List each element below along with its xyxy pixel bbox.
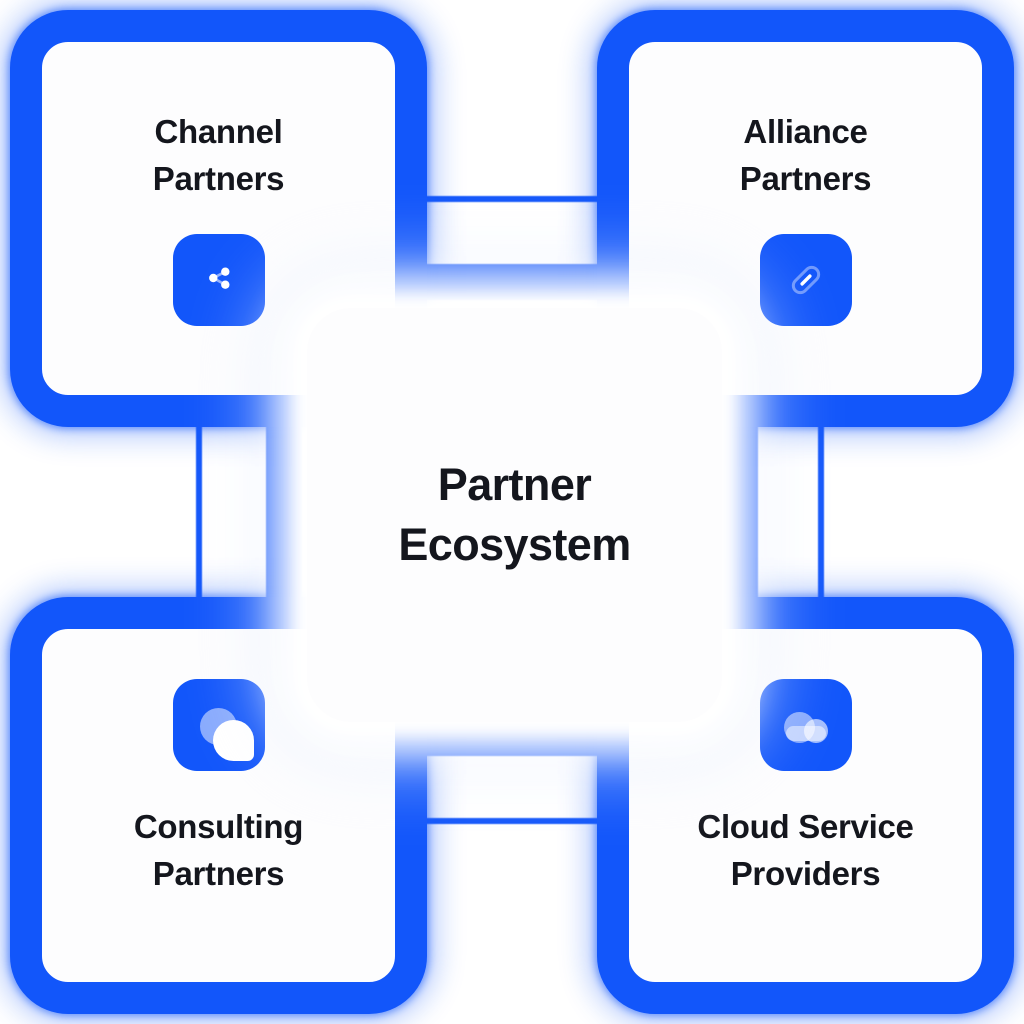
node-title: Cloud Service Providers — [629, 803, 982, 897]
alliance-partners-icon-badge — [759, 234, 852, 326]
chat-bubble-icon — [173, 679, 265, 771]
connector-lines — [196, 196, 824, 824]
center-title: Partner Ecosystem — [398, 455, 631, 575]
node-title-line: Consulting — [133, 808, 304, 845]
center-title-line: Ecosystem — [398, 519, 631, 570]
node-title: Consulting Partners — [42, 803, 395, 897]
node-title-line: Providers — [730, 855, 881, 892]
node-title: Alliance Partners — [629, 108, 982, 202]
center-card: Partner Ecosystem — [307, 308, 722, 722]
node-title-line: Partners — [152, 160, 285, 197]
node-title-line: Channel — [154, 113, 283, 150]
node-card-cloud-service-providers: Cloud Service Providers — [597, 597, 1014, 1014]
center-title-line: Partner — [437, 459, 592, 510]
node-title-line: Partners — [152, 855, 285, 892]
share-icon — [208, 267, 229, 289]
consulting-partners-icon-badge — [172, 679, 265, 771]
link-icon — [791, 265, 820, 295]
cloud-base — [785, 726, 826, 741]
chat-bubble-front-shape — [212, 720, 254, 761]
node-title-line: Partners — [739, 160, 872, 197]
channel-partners-icon-badge — [172, 234, 265, 326]
node-title-line: Cloud Service — [697, 808, 914, 845]
node-title-line: Alliance — [743, 113, 868, 150]
cloud-icon — [760, 679, 852, 771]
node-title: Channel Partners — [42, 108, 395, 202]
cloud-service-providers-icon-badge — [759, 679, 852, 771]
node-card-consulting-partners: Consulting Partners — [10, 597, 427, 1014]
